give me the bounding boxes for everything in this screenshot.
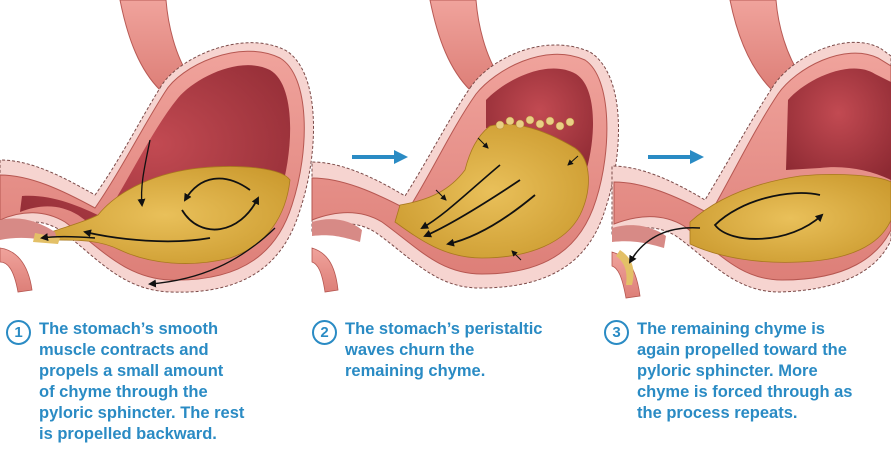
step-2-caption: 2 The stomach’s peristaltic waves churn … (312, 319, 582, 382)
step-2-text: The stomach’s peristaltic waves churn th… (345, 319, 542, 382)
step-3-caption: 3 The remaining chyme is again propelled… (604, 319, 889, 424)
transition-arrow-1 (352, 150, 408, 164)
stomach-panel-3 (612, 0, 891, 298)
step-1-caption: 1 The stomach’s smooth muscle contracts … (6, 319, 286, 445)
stomach-panel-2 (312, 0, 619, 292)
step-2-number: 2 (312, 320, 337, 345)
step-3-text: The remaining chyme is again propelled t… (637, 319, 852, 424)
stomach-panel-1 (0, 0, 314, 292)
step-1-text: The stomach’s smooth muscle contracts an… (39, 319, 244, 445)
step-3-number: 3 (604, 320, 629, 345)
transition-arrow-2 (648, 150, 704, 164)
step-1-number: 1 (6, 320, 31, 345)
